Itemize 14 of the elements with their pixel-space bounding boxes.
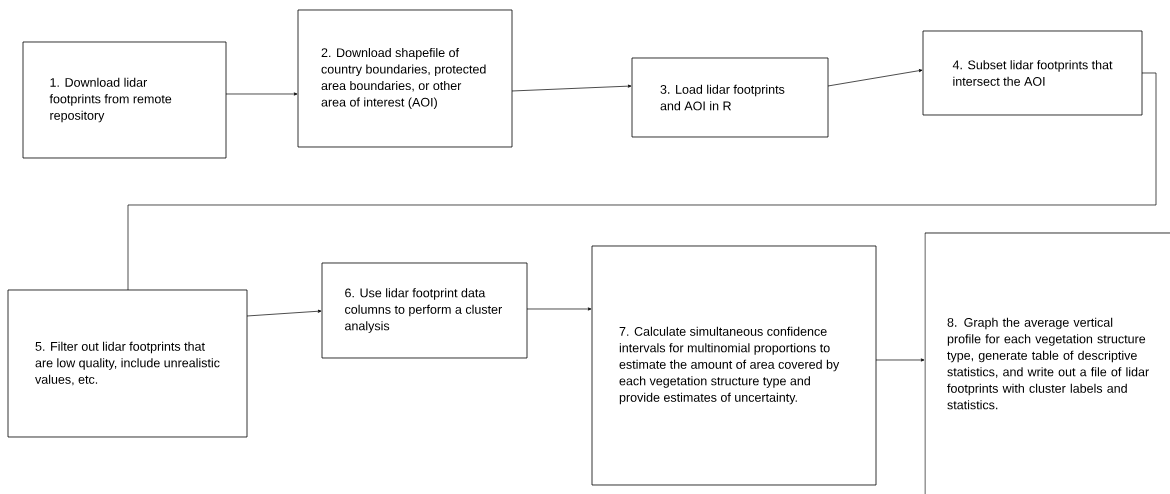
arrow	[526, 307, 592, 311]
process-box: 7. Calculate simultaneous confidence intervals for multinomial proportions to estimate the amount of area covered by each vegetation structure type and provide estimates of uncertainty.	[591, 245, 877, 486]
process-box: 4. Subset lidar footprints that intersect the AOI	[922, 30, 1143, 116]
process-box: 8. Graph the average vertical profile for each vegetation structure type, generate table of descriptive statistics, and write out a file of lidar footprints with cluster labels and statistics.	[924, 232, 1170, 494]
process-box: 1. Download lidar footprints from remote repository	[22, 41, 227, 159]
arrow	[225, 92, 298, 96]
arrow	[511, 84, 632, 92]
arrow	[246, 309, 322, 317]
process-box: 2. Download shapefile of country boundaries, protected area boundaries, or other area of interest (AOI)	[297, 9, 513, 148]
process-box: 5. Filter out lidar footprints that are low quality, include unrealistic values, etc.	[7, 289, 248, 438]
arrow	[827, 69, 923, 87]
process-box: 3. Load lidar footprints and AOI in R	[631, 57, 829, 138]
process-box: 6. Use lidar footprint data columns to perform a cluster analysis	[321, 262, 528, 359]
arrow	[875, 358, 925, 362]
